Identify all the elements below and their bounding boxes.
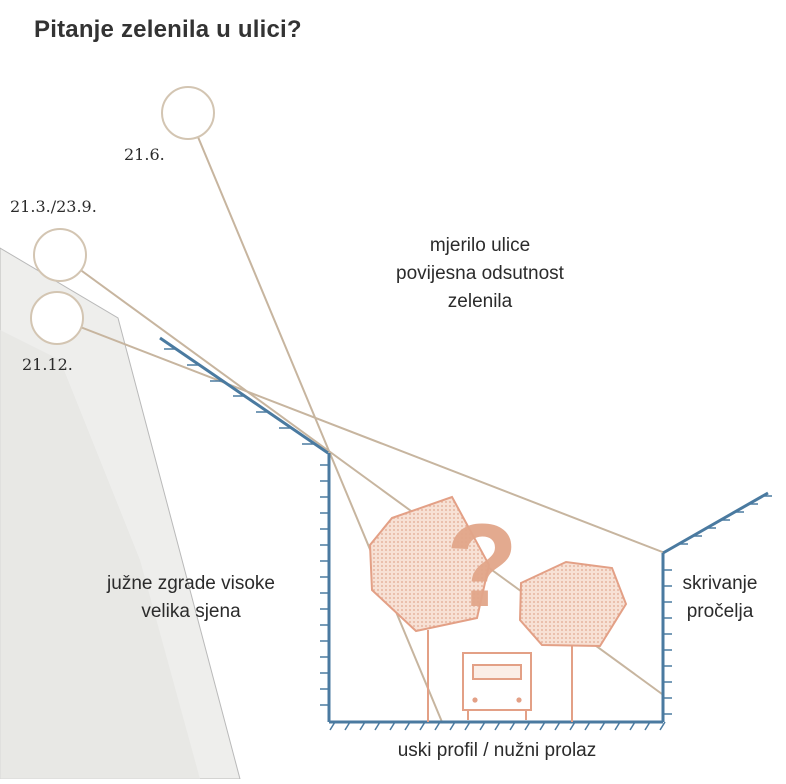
sun-label-summer: 21.6. — [124, 145, 165, 164]
tree-right-crown — [518, 560, 628, 648]
tree-left — [368, 495, 491, 722]
note-street-scale: mjerilo ulice povijesna odsutnost zeleni… — [360, 232, 600, 316]
tree-left-crown — [368, 495, 491, 633]
note-street-scale-line-2: povijesna odsutnost — [396, 263, 564, 284]
sun-label-equinox: 21.3./23.9. — [10, 197, 97, 216]
tree-right — [518, 560, 628, 722]
note-facade-line-2: pročelja — [686, 601, 754, 622]
sun-winter-icon — [30, 291, 84, 345]
sun-equinox-icon — [33, 228, 87, 282]
note-street-profile: uski profil / nužni prolaz — [397, 740, 597, 761]
street-ground — [329, 720, 666, 731]
note-facade: skrivanje pročelja — [664, 570, 776, 626]
note-street-scale-line-1: mjerilo ulice — [429, 235, 531, 256]
note-street-scale-line-3: zelenila — [447, 291, 513, 312]
note-south-buildings: južne zgrade visoke velika sjena — [76, 570, 306, 626]
sun-icons — [30, 86, 215, 345]
right-building-hatch — [663, 495, 772, 715]
ray-winter — [56, 317, 666, 554]
vehicle-icon — [462, 652, 532, 720]
note-facade-line-1: skrivanje — [682, 573, 758, 594]
sun-label-winter: 21.12. — [22, 355, 73, 374]
left-building-hatch — [164, 348, 329, 706]
question-mark: ? — [446, 500, 518, 632]
sun-summer-icon — [161, 86, 215, 140]
background-photo-texture — [0, 330, 200, 779]
note-south-buildings-line-2: velika sjena — [141, 601, 241, 622]
right-building — [661, 491, 769, 722]
note-south-buildings-line-1: južne zgrade visoke — [107, 573, 275, 594]
page-title: Pitanje zelenila u ulici? — [34, 16, 302, 43]
